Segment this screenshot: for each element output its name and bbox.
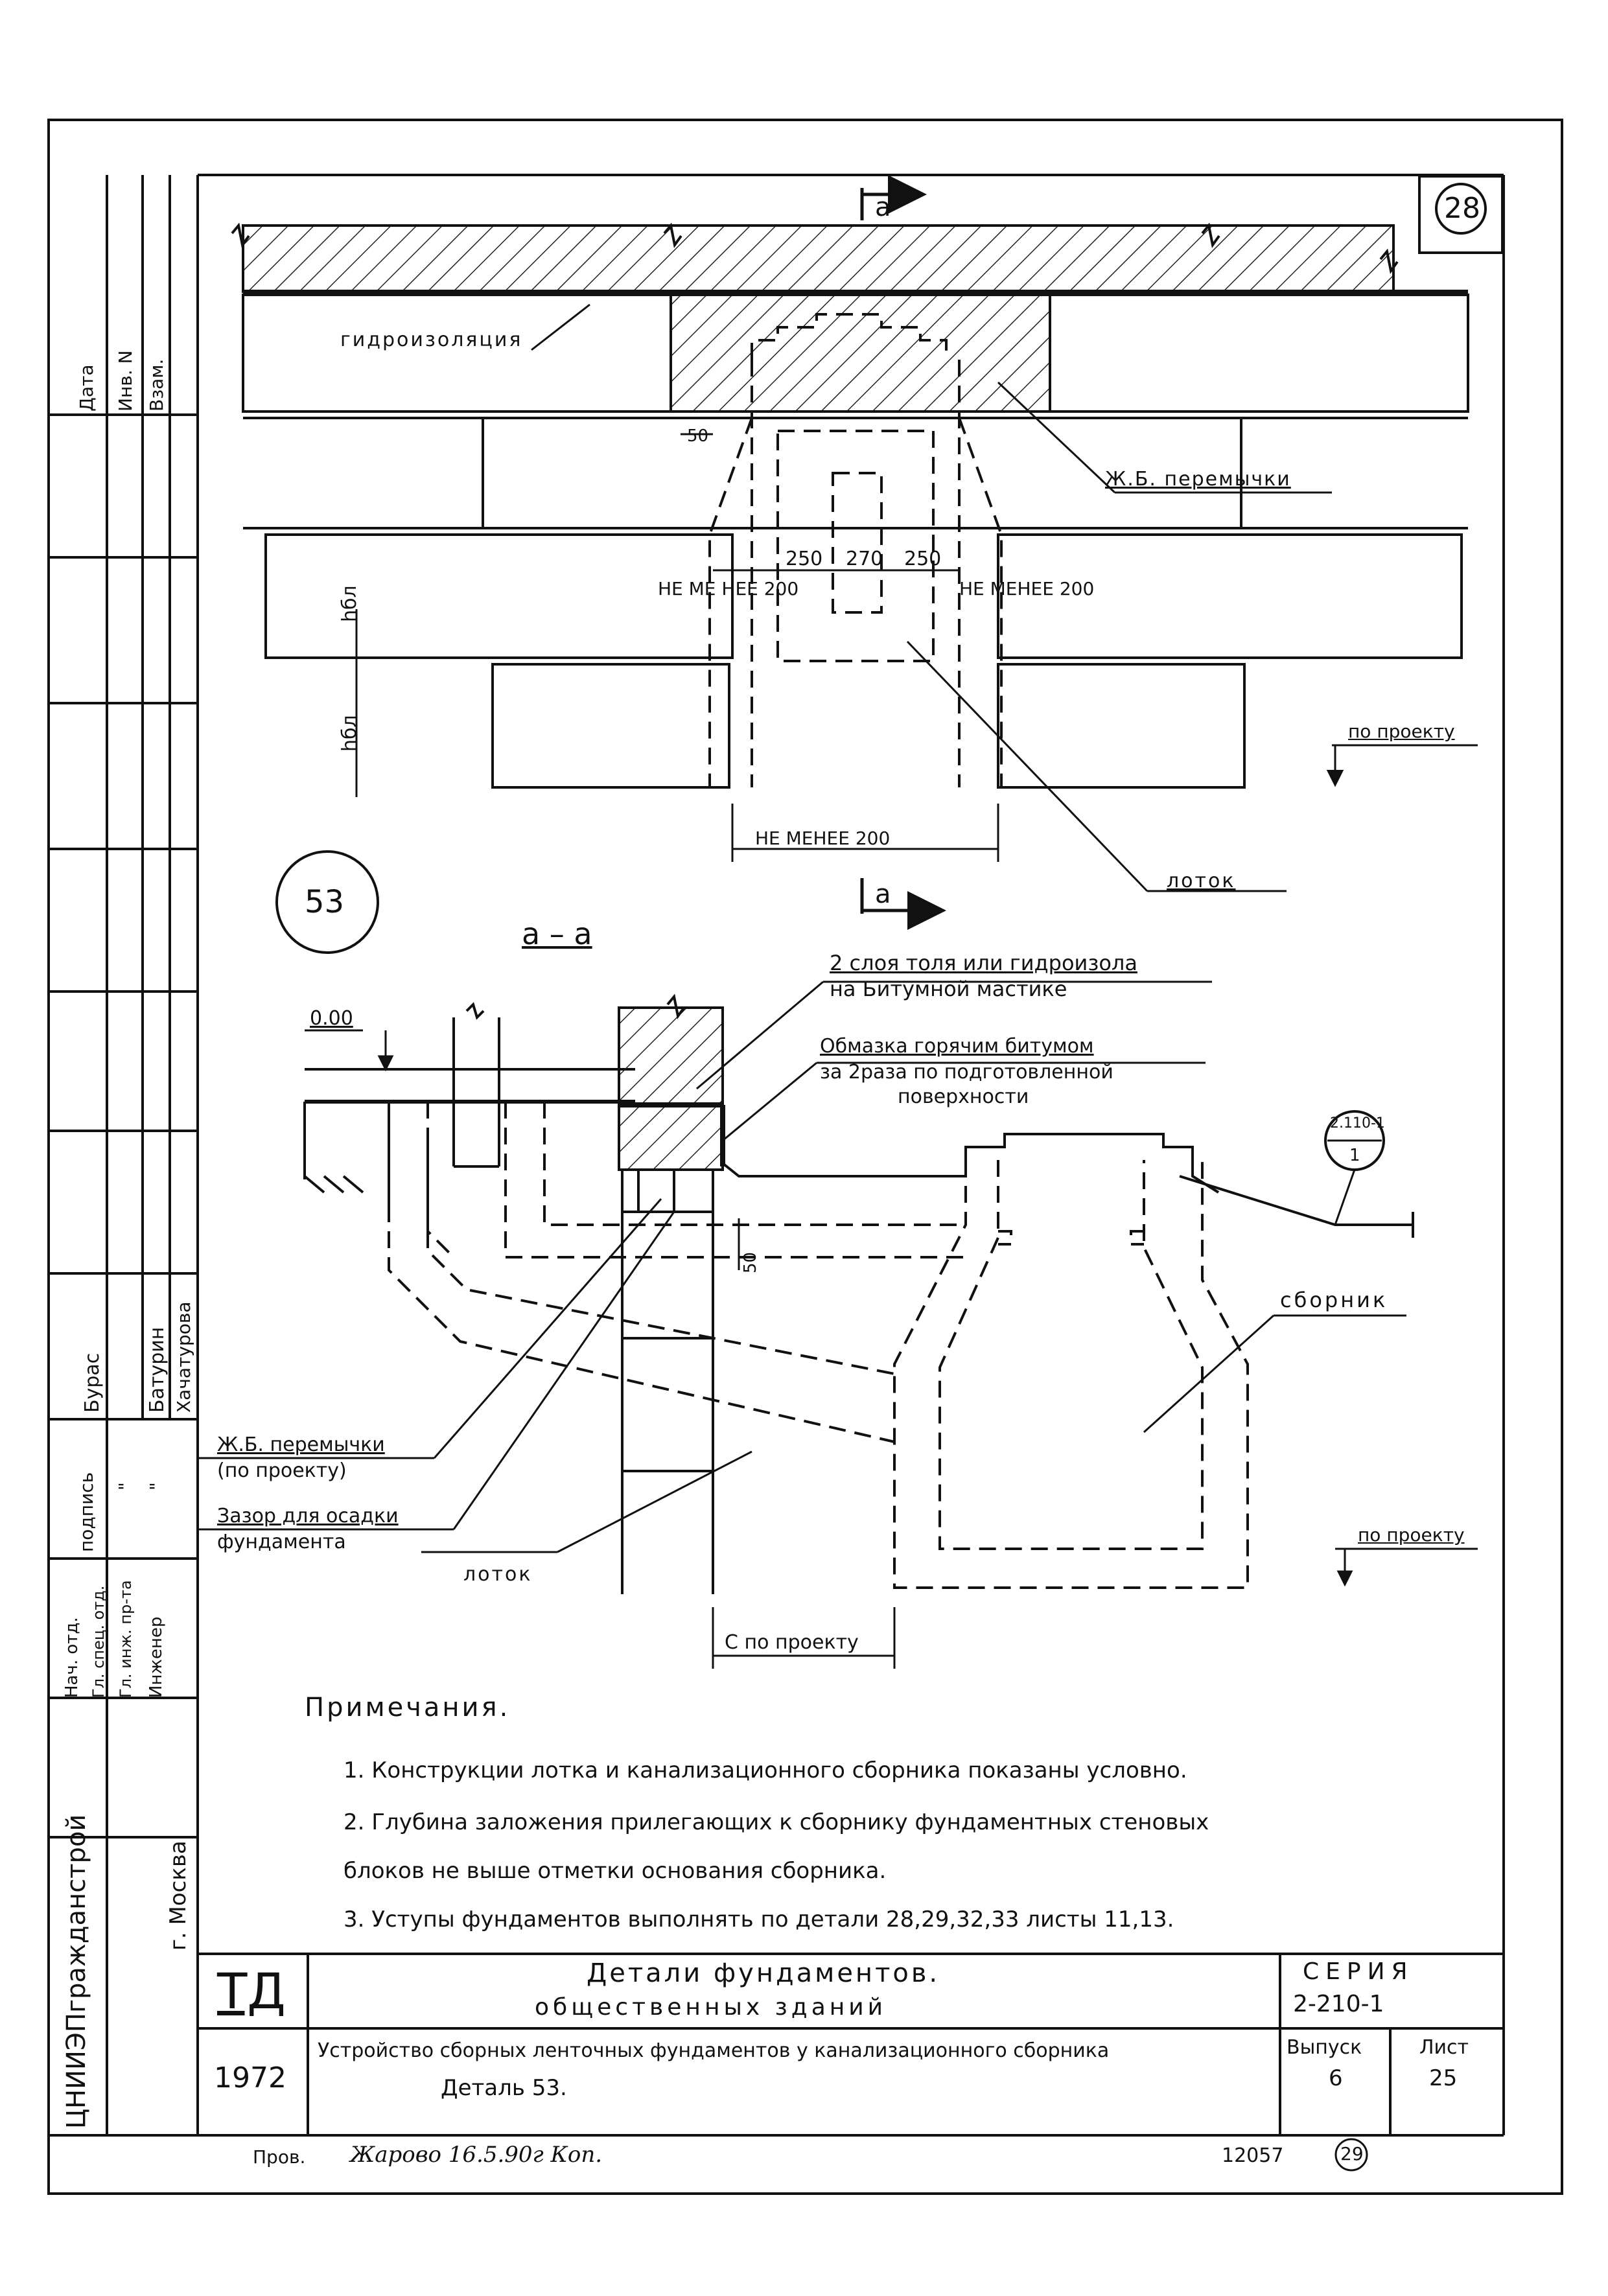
dim-250-left: 250 (786, 548, 823, 570)
series-label: СЕРИЯ (1303, 1958, 1414, 1985)
label-layers-1: 2 слоя толя или гидроизола (830, 951, 1137, 975)
issue-label: Выпуск (1287, 2036, 1362, 2059)
note-2a: 2. Глубина заложения прилегающих к сборн… (344, 1809, 1209, 1835)
strip-sign-2: " (115, 1482, 136, 1490)
note-3: 3. Уступы фундаментов выполнять по детал… (344, 1907, 1174, 1932)
label-po-proektu-plan: по проекту (1348, 721, 1455, 742)
strip-inv: Инв. N (115, 350, 136, 412)
strip-data: Дата (76, 364, 97, 412)
note-1: 1. Конструкции лотка и канализационного … (344, 1757, 1187, 1783)
footer-number: 12057 (1222, 2144, 1284, 2167)
dim-270: 270 (846, 548, 883, 570)
sheet-badge: 28 (1444, 192, 1480, 225)
level-000: 0.00 (310, 1007, 353, 1030)
label-layers-2: на Битумной мастике (830, 977, 1067, 1001)
label-min200-left: НЕ МЕ НЕЕ 200 (658, 578, 799, 599)
label-hydroisolation: гидроизоляция (340, 329, 523, 351)
title-line-2: общественных зданий (535, 1994, 887, 2021)
label-hbl-lower: hбл (338, 715, 361, 752)
sheet-value: 25 (1429, 2065, 1458, 2091)
label-lintels-1: Ж.Б. перемычки (217, 1433, 385, 1456)
title-logo: ТД (217, 1962, 286, 2020)
strip-name-1: Бурас (81, 1352, 104, 1413)
strip-role-3: Гл. инж. пр-та (117, 1580, 135, 1698)
label-sbornik: сборник (1280, 1288, 1388, 1312)
label-min200-bottom: НЕ МЕНЕЕ 200 (755, 828, 891, 849)
label-po-proektu-section: по проекту (1358, 1524, 1465, 1546)
label-coating-2: за 2раза по подготовленной (820, 1061, 1113, 1084)
issue-value: 6 (1329, 2065, 1343, 2091)
series-value: 2-210-1 (1293, 1991, 1384, 2017)
plan-view (231, 175, 1478, 954)
ref-bottom: 1 (1349, 1146, 1360, 1165)
label-lintels-plan: Ж.Б. перемычки (1105, 468, 1291, 491)
detail-number: 53 (305, 884, 345, 920)
strip-role-1: Нач. отд. (62, 1617, 82, 1698)
footer-prov: Пров. (253, 2146, 306, 2168)
label-coating-1: Обмазка горячим битумом (820, 1035, 1094, 1058)
strip-role-4: Инженер (146, 1616, 166, 1698)
section-mark-top: а (875, 192, 891, 222)
section-mark-bottom: а (875, 879, 891, 909)
strip-name-2: Батурин (146, 1327, 169, 1413)
label-hbl-upper: hбл (338, 585, 361, 622)
ref-top: 2.110-1 (1330, 1115, 1385, 1131)
title-year: 1972 (214, 2061, 286, 2094)
strip-vzam: Взам. (146, 358, 167, 412)
sheet-label: Лист (1419, 2036, 1469, 2059)
strip-city: г. Москва (165, 1840, 191, 1951)
footer-check-sign: Жарово 16.5.90г Коп. (350, 2142, 603, 2168)
strip-org: ЦНИИЭПгражданстрой (62, 1814, 91, 2129)
title-line-1: Детали фундаментов. (587, 1958, 940, 1988)
label-lotok-section: лоток (463, 1563, 533, 1586)
dim-250-right: 250 (904, 548, 942, 570)
strip-sign-3: " (146, 1482, 167, 1490)
label-min200-right: НЕ МЕНЕЕ 200 (959, 578, 1095, 599)
section-view (303, 993, 1414, 1594)
section-title: а – а (522, 916, 592, 951)
strip-sign-1: подпись (76, 1472, 97, 1552)
label-gap-2: фундамента (217, 1531, 346, 1553)
subtitle-line-2: Деталь 53. (441, 2075, 567, 2101)
label-lintels-2: (по проекту) (217, 1459, 347, 1482)
label-lotok-plan: лоток (1167, 870, 1236, 892)
notes-heading: Примечания. (305, 1693, 511, 1722)
label-c-po-proektu: С по проекту (725, 1631, 859, 1654)
footer-page-circle: 29 (1340, 2143, 1364, 2164)
subtitle-line-1: Устройство сборных ленточных фундаментов… (318, 2039, 1110, 2062)
outer-border (47, 119, 1563, 2195)
label-gap-1: Зазор для осадки (217, 1505, 399, 1527)
dim-50-section: 50 (741, 1251, 760, 1273)
strip-role-2: Гл. спец. отд. (89, 1585, 108, 1698)
label-coating-3: поверхности (898, 1085, 1029, 1108)
note-2b: блоков не выше отметки основания сборник… (344, 1858, 887, 1884)
dim-50-plan: 50 (687, 426, 709, 446)
strip-name-3: Хачатурова (173, 1301, 194, 1413)
